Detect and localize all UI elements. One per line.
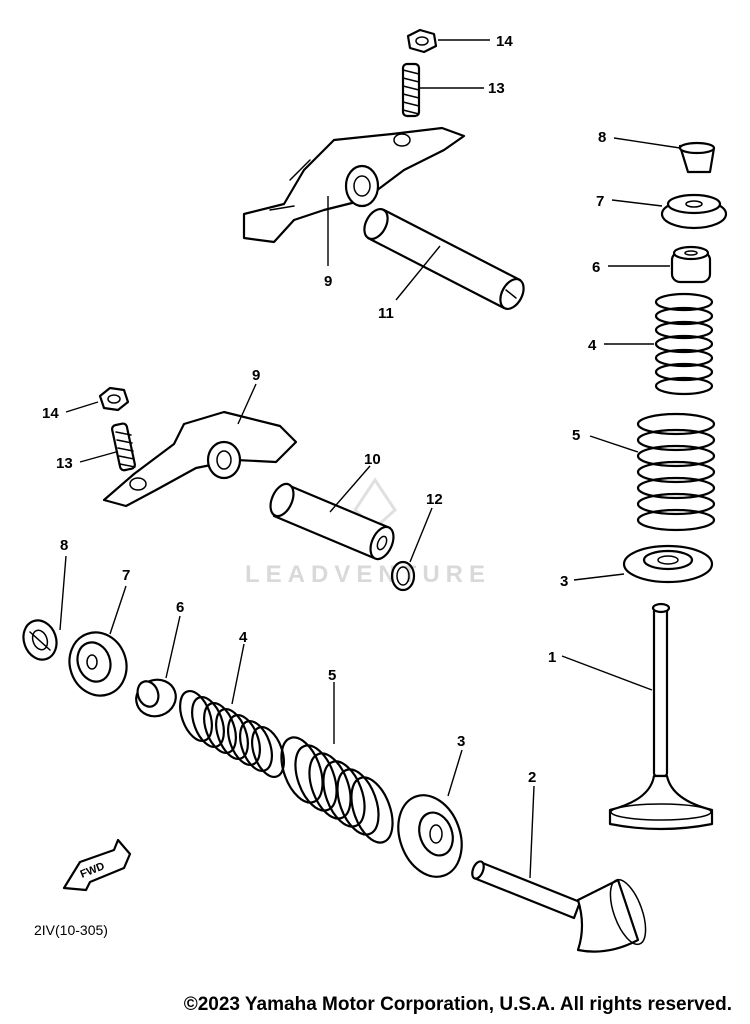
callout-stem-seal: 6: [176, 599, 184, 616]
lower-rocker-shaft-10: [269, 482, 395, 561]
upper-screw-13: [401, 62, 421, 118]
callout-spring-seat: 3: [457, 733, 465, 750]
right-stem-seal-6: [670, 245, 712, 284]
o-ring-12: [390, 560, 416, 592]
right-spring-seat-3: [622, 544, 714, 584]
upper-nut-14: [406, 28, 438, 54]
right-valve-1: [608, 602, 714, 831]
right-inner-spring-4: [654, 292, 714, 396]
left-spring-retainer-7: [68, 631, 128, 697]
callout-spring-retainer: 7: [122, 567, 130, 584]
callout-outer-spring: 5: [572, 427, 580, 444]
callout-stem-seal: 6: [592, 259, 600, 276]
drawing-code: 2IV(10-305): [34, 922, 108, 938]
callout-inner-spring: 4: [239, 629, 248, 646]
left-stem-seal-6: [135, 678, 177, 718]
callout-o-ring: 12: [426, 491, 443, 508]
watermark-text: LEADVENTURE: [245, 561, 491, 588]
callout-valve: 1: [548, 649, 556, 666]
left-outer-spring-5: [280, 736, 394, 844]
leader-lines: [59, 39, 681, 879]
upper-rocker-arm-9: [242, 126, 466, 244]
callout-rocker-arm: 9: [324, 273, 332, 290]
callout-rocker-shaft: 10: [364, 451, 381, 468]
left-spring-seat-3: [397, 794, 463, 878]
lower-rocker-assembly: [98, 386, 416, 592]
callout-lock-nut: 14: [42, 405, 59, 422]
callout-lock-nut: 14: [496, 33, 513, 50]
upper-rocker-assembly: [242, 28, 525, 310]
callout-numbers: 1 2 3 3 4 4 5 5 6 6 7 7 8 8 9 9 10 11 12…: [42, 33, 606, 786]
copyright-notice: ©2023 Yamaha Motor Corporation, U.S.A. A…: [183, 994, 732, 1015]
upper-rocker-shaft-11: [363, 208, 525, 310]
lower-screw-13: [111, 422, 136, 472]
lower-rocker-arm-9: [102, 410, 298, 508]
fwd-arrow: FWD: [62, 838, 132, 892]
callout-valve-cotter: 8: [60, 537, 68, 554]
left-inner-spring-4: [179, 690, 285, 778]
right-spring-retainer-7: [660, 193, 728, 230]
right-valve-cotter-8: [678, 141, 716, 174]
watermark: LEADVENTURE: [245, 477, 491, 588]
right-valve-stack: [608, 141, 728, 831]
callout-rocker-arm: 9: [252, 367, 260, 384]
callout-inner-spring: 4: [588, 337, 597, 354]
callout-spring-retainer: 7: [596, 193, 604, 210]
left-valve-2: [471, 860, 647, 953]
callout-outer-spring: 5: [328, 667, 336, 684]
callout-valve-cotter: 8: [598, 129, 606, 146]
callout-rocker-shaft: 11: [378, 305, 394, 322]
left-valve-cotter-8: [22, 619, 58, 661]
callout-valve: 2: [528, 769, 536, 786]
callout-spring-seat: 3: [560, 573, 568, 590]
left-valve-stack: [22, 619, 647, 953]
callout-adjusting-screw: 13: [488, 80, 505, 97]
right-outer-spring-5: [636, 412, 716, 532]
lower-nut-14: [98, 386, 130, 412]
callout-adjusting-screw: 13: [56, 455, 73, 472]
